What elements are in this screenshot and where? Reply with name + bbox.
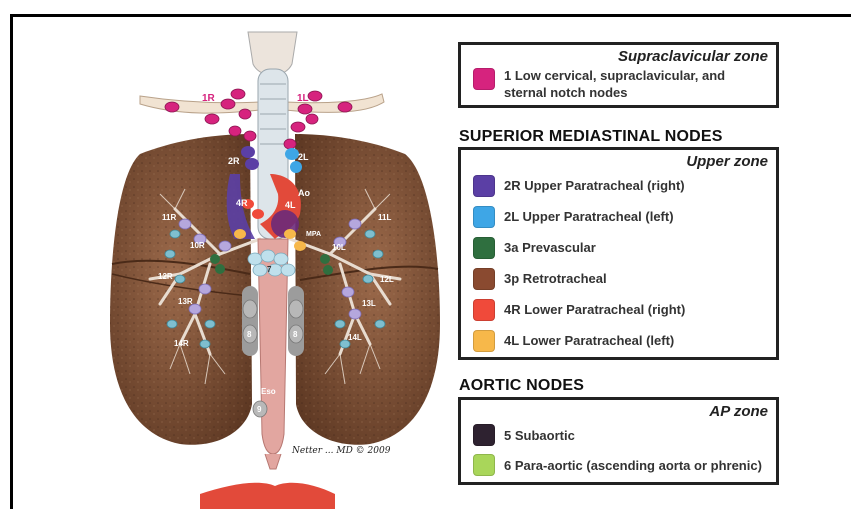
legend-ap-box: AP zone 5 Subaortic 6 Para-aortic (ascen… (458, 397, 779, 485)
left-border (10, 14, 13, 509)
marker-2R: 2R (228, 156, 240, 166)
swatch-2L (473, 206, 495, 228)
marker-7: 7 (267, 265, 272, 274)
legend-item-2R: 2R Upper Paratracheal (right) (461, 170, 776, 201)
swatch-5 (473, 424, 495, 446)
marker-4R: 4R (236, 198, 248, 208)
swatch-6 (473, 454, 495, 476)
legend-label-1-line2: sternal notch nodes (504, 84, 725, 101)
heading-aortic-nodes: AORTIC NODES (459, 377, 584, 395)
marker-13R: 13R (178, 297, 193, 306)
artist-signature: Netter ... MD © 2009 (292, 446, 390, 456)
legend-item-3p: 3p Retrotracheal (461, 263, 776, 294)
legend-supraclavicular-box: Supraclavicular zone 1 Low cervical, sup… (458, 42, 779, 108)
zone-title-ap: AP zone (461, 400, 776, 420)
marker-10L: 10L (332, 243, 346, 252)
legend-label-1: 1 Low cervical, supraclavicular, and ste… (504, 67, 725, 101)
marker-4L: 4L (285, 200, 296, 210)
legend-label-6: 6 Para-aortic (ascending aorta or phreni… (504, 458, 762, 473)
lymph-node-map-illustration: 1R 1L 2R 2L 4R 4L Ao MPA Eso 11R 11L 10R… (100, 24, 450, 509)
swatch-3a (473, 237, 495, 259)
top-border (10, 14, 851, 17)
swatch-4R (473, 299, 495, 321)
legend-label-3p: 3p Retrotracheal (504, 271, 607, 286)
swatch-3p (473, 268, 495, 290)
legend-label-3a: 3a Prevascular (504, 240, 596, 255)
marker-14R: 14R (174, 339, 189, 348)
legend-label-4L: 4L Lower Paratracheal (left) (504, 333, 674, 348)
legend-label-2R: 2R Upper Paratracheal (right) (504, 178, 685, 193)
marker-8-right: 8 (247, 330, 252, 339)
zone-title-upper: Upper zone (461, 150, 776, 170)
marker-ao: Ao (298, 188, 310, 198)
legend-upper-box: Upper zone 2R Upper Paratracheal (right)… (458, 147, 779, 360)
marker-eso: Eso (261, 387, 276, 396)
zone-title-supraclavicular: Supraclavicular zone (461, 45, 776, 65)
marker-12R: 12R (158, 272, 173, 281)
swatch-2R (473, 175, 495, 197)
swatch-4L (473, 330, 495, 352)
marker-1R: 1R (202, 93, 216, 104)
legend-item-4R: 4R Lower Paratracheal (right) (461, 294, 776, 325)
marker-13L: 13L (362, 299, 376, 308)
marker-11R: 11R (162, 213, 176, 222)
legend-item-1: 1 Low cervical, supraclavicular, and ste… (461, 65, 776, 101)
legend-label-2L: 2L Upper Paratracheal (left) (504, 209, 674, 224)
legend-item-6: 6 Para-aortic (ascending aorta or phreni… (461, 450, 776, 480)
marker-12L: 12L (380, 275, 394, 284)
legend-label-1-line1: 1 Low cervical, supraclavicular, and (504, 67, 725, 84)
legend-label-4R: 4R Lower Paratracheal (right) (504, 302, 685, 317)
swatch-station-1 (473, 68, 495, 90)
marker-mpa: MPA (306, 231, 321, 238)
marker-14L: 14L (348, 333, 362, 342)
legend-label-5: 5 Subaortic (504, 428, 575, 443)
legend-item-5: 5 Subaortic (461, 420, 776, 450)
legend-item-4L: 4L Lower Paratracheal (left) (461, 325, 776, 356)
marker-8-left: 8 (293, 330, 298, 339)
legend-item-2L: 2L Upper Paratracheal (left) (461, 201, 776, 232)
heading-superior-mediastinal: SUPERIOR MEDIASTINAL NODES (459, 128, 723, 146)
marker-1L: 1L (297, 93, 309, 104)
marker-9: 9 (257, 405, 262, 414)
marker-11L: 11L (378, 213, 391, 222)
marker-2L: 2L (298, 152, 309, 162)
marker-10R: 10R (190, 241, 205, 250)
legend-item-3a: 3a Prevascular (461, 232, 776, 263)
